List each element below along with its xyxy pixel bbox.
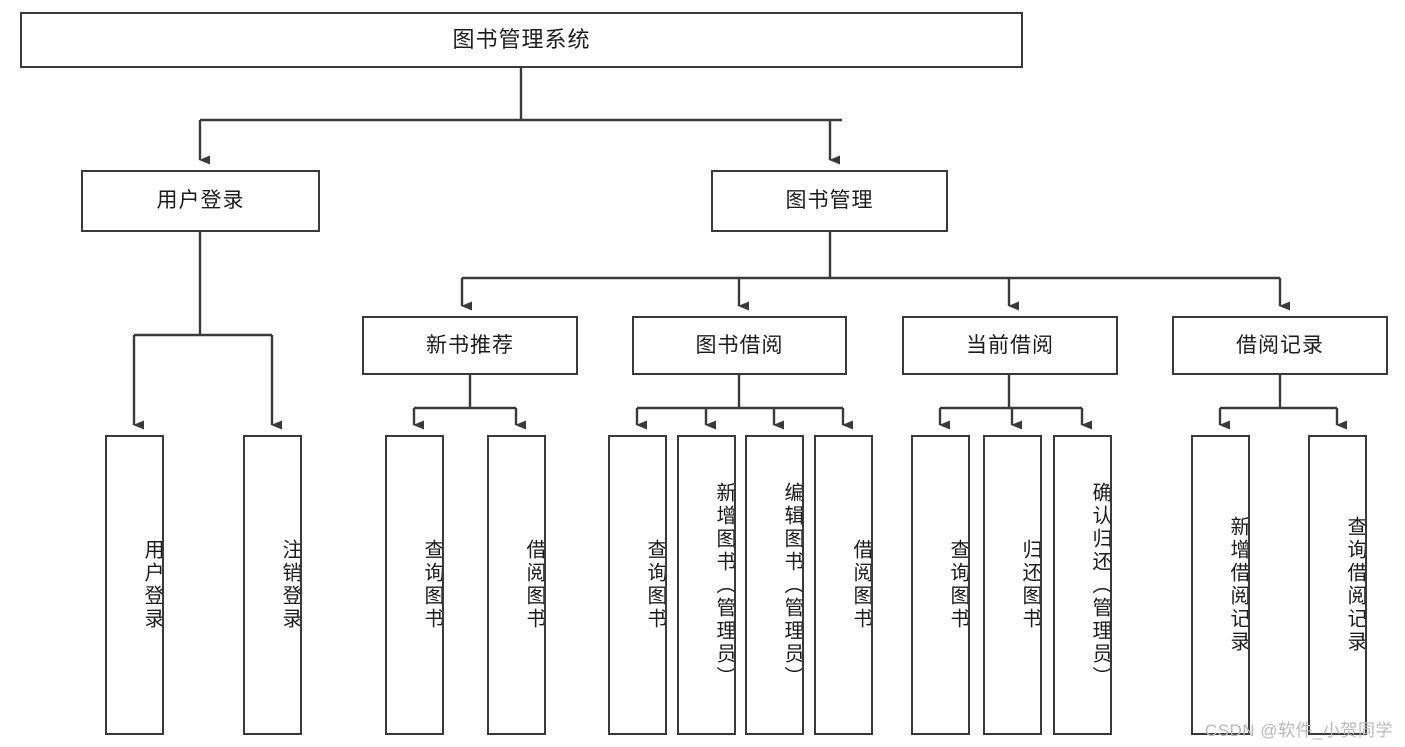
node-book-borrow[interactable]: 图书借阅 — [632, 316, 847, 375]
edges-newbook-to-leaves — [412, 375, 526, 430]
leaf-query-book-current[interactable]: 查询图书 — [911, 435, 970, 735]
leaf-query-book-borrow[interactable]: 查询图书 — [608, 435, 667, 735]
csdn-watermark: CSDN @软件_小贺同学 — [1204, 721, 1393, 740]
leaf-edit-book-admin[interactable]: 编辑图书（管理员） — [745, 435, 804, 735]
leaf-confirm-return-admin[interactable]: 确认归还（管理员） — [1053, 435, 1112, 735]
node-user-login[interactable]: 用户登录 — [81, 170, 320, 232]
leaf-borrow-book-newbook[interactable]: 借阅图书 — [487, 435, 546, 735]
edges-userlogin-to-leaves — [132, 232, 282, 430]
edges-current-to-leaves — [938, 375, 1092, 430]
leaf-add-borrow-record[interactable]: 新增借阅记录 — [1191, 435, 1250, 735]
edges-bookmgmt-to-level2 — [460, 232, 1290, 311]
edges-records-to-leaves — [1218, 375, 1347, 430]
node-new-book-recommend[interactable]: 新书推荐 — [362, 316, 578, 375]
leaf-query-borrow-record[interactable]: 查询借阅记录 — [1308, 435, 1367, 735]
leaf-query-book-newbook[interactable]: 查询图书 — [385, 435, 444, 735]
edges-root-to-level1 — [198, 68, 842, 165]
leaf-user-login[interactable]: 用户登录 — [105, 435, 164, 735]
node-root-system[interactable]: 图书管理系统 — [20, 12, 1023, 68]
leaf-borrow-book[interactable]: 借阅图书 — [814, 435, 873, 735]
node-current-borrow[interactable]: 当前借阅 — [902, 316, 1118, 375]
leaf-logout-login[interactable]: 注销登录 — [243, 435, 302, 735]
edges-borrow-to-leaves — [635, 375, 853, 430]
node-borrow-records[interactable]: 借阅记录 — [1172, 316, 1388, 375]
leaf-add-book-admin[interactable]: 新增图书（管理员） — [677, 435, 736, 735]
node-book-management[interactable]: 图书管理 — [711, 170, 948, 232]
leaf-return-book[interactable]: 归还图书 — [983, 435, 1042, 735]
